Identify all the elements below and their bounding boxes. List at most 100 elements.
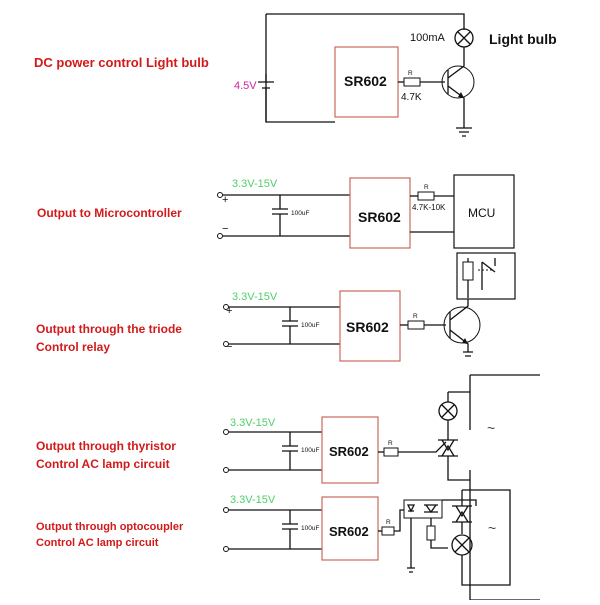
relay-plus: + [226, 305, 232, 317]
ac-loop-5 [461, 489, 511, 586]
thyristor-label-line2: Control AC lamp circuit [36, 457, 170, 471]
mcu-label: MCU [468, 206, 495, 220]
transistor-1-leads [447, 52, 465, 128]
opto-led-icon [406, 504, 416, 513]
capacitor-2 [272, 195, 288, 236]
sr602-module-3 [339, 290, 401, 362]
rails-4 [229, 431, 322, 471]
resistor-2 [417, 191, 435, 201]
resistor-3-label: R [413, 313, 418, 320]
bulb-label: Light bulb [489, 31, 557, 47]
relay-label-line2: Control relay [36, 340, 110, 354]
terminal-plus-3[interactable] [223, 304, 229, 310]
section-optocoupler: Output through optocoupler Control AC la… [36, 489, 511, 586]
capacitor-3 [282, 307, 298, 344]
section-thyristor: Output through thyristor Control AC lamp… [36, 374, 540, 601]
rails-3 [229, 306, 340, 345]
wire-r5b [394, 509, 404, 532]
resistor-4 [383, 447, 399, 457]
bulb-cross [457, 31, 471, 45]
module-label-4: SR602 [329, 444, 369, 459]
triac-icon-5 [452, 505, 472, 523]
module-label-5: SR602 [329, 524, 369, 539]
microcontroller-label: Output to Microcontroller [37, 206, 182, 220]
terminal-minus-2[interactable] [217, 233, 223, 239]
optocoupler-label-line2: Control AC lamp circuit [36, 537, 159, 549]
rails-5 [229, 509, 322, 550]
sr602-module-5 [321, 496, 379, 561]
terminal-plus-5[interactable] [223, 507, 229, 513]
capacitor-2-label: 100uF [291, 210, 309, 217]
module-label-3: SR602 [346, 319, 389, 335]
ground-icon-3 [463, 351, 473, 357]
capacitor-4-label: 100uF [301, 447, 319, 454]
rails-2 [223, 194, 350, 237]
top-wire [266, 13, 465, 30]
transistor-3-leads [449, 298, 469, 352]
resistor-1-label: R [408, 70, 413, 77]
resistor-5-label: R [386, 519, 391, 526]
ground-icon-1 [456, 127, 472, 137]
sr602-module-1 [334, 46, 399, 118]
ac-symbol-5: ~ [488, 520, 496, 536]
battery-symbol [258, 74, 274, 122]
relay-contacts [467, 258, 496, 298]
left-wire [265, 14, 335, 123]
opto-gate-wire [430, 540, 448, 549]
ac-lamp-cross-4 [441, 404, 455, 418]
ac-lamp-cross-5 [454, 537, 470, 553]
opto-voltage: 3.3V-15V [230, 494, 276, 506]
bulb-current: 100mA [410, 32, 446, 44]
mcu-voltage: 3.3V-15V [232, 178, 278, 190]
transistor-1 [441, 65, 475, 99]
optocoupler-label-line1: Output through optocoupler [36, 521, 184, 533]
module-label-1: SR602 [344, 73, 387, 89]
ac-symbol-4: ~ [487, 420, 495, 436]
resistor-2-label: R [424, 184, 429, 191]
section-relay: Output through the triode Control relay … [36, 252, 516, 362]
relay-minus: − [226, 341, 232, 353]
resistor-5b [426, 525, 436, 541]
mcu-box [453, 174, 515, 249]
relay-voltage: 3.3V-15V [232, 291, 278, 303]
dc-voltage: 4.5V [234, 80, 257, 92]
transistor-1-arrow [458, 92, 464, 98]
dc-power-label: DC power control Light bulb [34, 55, 209, 70]
ground-icon-5 [407, 567, 415, 573]
ac-wire-horizontal [470, 374, 540, 601]
terminal-plus-2[interactable] [217, 192, 223, 198]
terminal-plus-4[interactable] [223, 429, 229, 435]
terminal-minus-3[interactable] [223, 341, 229, 347]
terminal-minus-4[interactable] [223, 467, 229, 473]
resistor-5 [381, 526, 395, 536]
triac-icon-4 [438, 439, 458, 457]
opto-triac-icon [424, 504, 438, 514]
wire-r4b [398, 441, 447, 453]
capacitor-4 [282, 432, 298, 470]
resistor-3 [407, 320, 425, 330]
sr602-module-4 [321, 416, 379, 484]
module-label-2: SR602 [358, 209, 401, 225]
opto-wires [410, 518, 432, 568]
terminal-minus-5[interactable] [223, 546, 229, 552]
capacitor-3-label: 100uF [301, 322, 319, 329]
resistor-2-value: 4.7K-10K [412, 203, 446, 212]
capacitor-5-label: 100uF [301, 525, 319, 532]
transistor-3-arrow [462, 338, 468, 344]
thyristor-label-line1: Output through thyristor [36, 439, 176, 453]
capacitor-5 [282, 510, 298, 549]
ac-top-wire-5 [442, 490, 477, 506]
ac-lamp-icon-4 [438, 401, 458, 421]
resistor-1 [403, 77, 421, 87]
mcu-plus: + [222, 194, 228, 206]
relay-label-line1: Output through the triode [36, 322, 182, 336]
resistor-1-value: 4.7K [401, 92, 422, 103]
section-microcontroller: Output to Microcontroller 3.3V-15V + − 1… [37, 174, 515, 249]
thyristor-voltage: 3.3V-15V [230, 417, 276, 429]
sr602-module-2 [349, 177, 411, 249]
mcu-minus: − [222, 223, 228, 235]
section-dc-power: DC power control Light bulb 4.5V SR602 R… [34, 13, 557, 137]
resistor-4-label: R [388, 440, 393, 447]
relay-box [456, 252, 516, 300]
